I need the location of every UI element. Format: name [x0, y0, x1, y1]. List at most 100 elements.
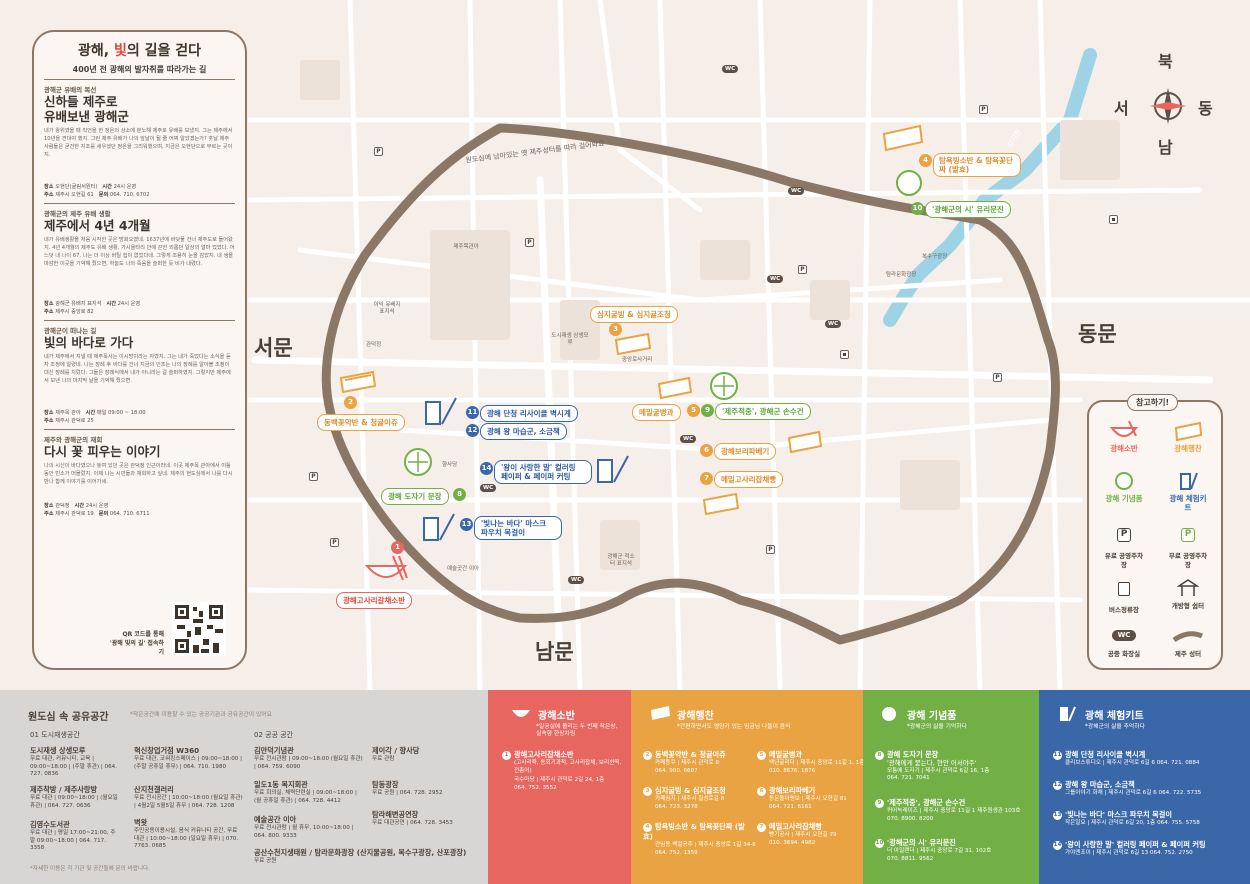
marker-1-number[interactable]: 1: [391, 541, 404, 554]
marker-7-number[interactable]: 7: [700, 472, 713, 485]
section-kicker: 광해군 유배의 복선: [44, 86, 97, 94]
section-heading: 제주에서 4년 4개월: [44, 218, 151, 233]
marker-11-number[interactable]: 11: [466, 406, 479, 419]
marker-6-label[interactable]: 광해보리파베기: [714, 443, 777, 460]
qr-caption: QR 코드를 통해 '광해 빛의 길' 접속하기: [106, 630, 164, 657]
section-heading: 빛의 바다로 가다: [44, 335, 134, 350]
title-part: 광해,: [78, 43, 114, 59]
marker-3-number[interactable]: 3: [609, 323, 622, 336]
parking-icon: P: [798, 265, 807, 274]
section-info: 장소 오현단(귤림서원터) 시간 24시 운영: [44, 184, 137, 190]
marker-1-label[interactable]: 광해고사리갈채소반: [336, 592, 413, 609]
marker-12-label[interactable]: 광해 왕 마습군, 소금책: [480, 423, 567, 440]
wc-icon: WC: [767, 275, 784, 283]
divider: [44, 203, 235, 204]
marker-10-number[interactable]: 10: [911, 202, 924, 215]
marker-3-label[interactable]: 심지굴빙 & 심지귤조청: [590, 306, 678, 323]
kinyeom-sub: *광해군의 삶을 기억하다: [907, 724, 967, 730]
legend-label: 개방형 쉼터: [1171, 602, 1205, 610]
legend-label: 광해 체험키트: [1169, 494, 1207, 512]
city-wall-outline: [321, 123, 1060, 645]
gate-east-label: 동문: [1078, 322, 1117, 346]
gate-west-label: 서문: [254, 336, 293, 360]
marker-5-number[interactable]: 5: [687, 404, 700, 417]
haengchan-box-icon: [1174, 421, 1203, 442]
marker-2-number[interactable]: 2: [344, 396, 357, 409]
kit-coloring-icon: [597, 455, 629, 483]
marker-13-label[interactable]: '빛나는 바다' 마스크 파우치 목걸이: [474, 516, 562, 540]
marker-6-number[interactable]: 6: [700, 444, 713, 457]
marker-14-label[interactable]: '왕이 사랑한 말' 컬러링 페이퍼 & 페이퍼 커팅: [494, 460, 592, 484]
public-group-1: 01 도시재생공간: [30, 731, 80, 739]
divider: [44, 320, 235, 321]
legend-panel: 참고하기! 광해소반 광해행찬 광해 기념품 광해 체험키트 P 유료 공영주차…: [1087, 394, 1223, 670]
marker-5-label[interactable]: 메밀굴병과: [632, 404, 681, 421]
parking-icon: P: [525, 238, 534, 247]
cheheom-sub: *광해군의 삶을 추억하다: [1085, 724, 1145, 730]
legend-label: 유료 공영주차장: [1104, 552, 1144, 569]
title-part: 의 길을 걷다: [126, 43, 201, 59]
haengchan-box-icon: [614, 332, 652, 356]
gate-south-label: 남문: [535, 640, 574, 664]
haengchan-box-icon: [882, 124, 924, 152]
marker-2-label[interactable]: 동백꽃약반 & 청귤이쥬: [317, 414, 405, 431]
label-gwandeokjeong: 관덕정: [366, 342, 382, 348]
kinyeom-title: 광해 기념품: [907, 711, 957, 722]
building-blocks: [300, 60, 1120, 570]
marker-8-label[interactable]: 광해 도자기 문장: [381, 488, 449, 505]
soban-title: 광해소반: [538, 711, 575, 722]
public-footnote: *자세한 이용은 각 기관 및 공간들에 문의 바랍니다.: [30, 866, 150, 872]
cheheom-title: 광해 체험키트: [1085, 711, 1144, 722]
section-info: 주소 제주시 관덕로 25: [44, 418, 94, 424]
soban-bowl-icon: [364, 555, 408, 581]
marker-13-number[interactable]: 13: [460, 518, 473, 531]
divider: [44, 429, 235, 430]
marker-8-number[interactable]: 8: [453, 488, 466, 501]
marker-14-number[interactable]: 14: [480, 462, 493, 475]
public-title: 원도심 속 공유공간: [28, 712, 109, 723]
qr-code-icon[interactable]: [172, 602, 226, 656]
wall-line-icon: [1172, 631, 1203, 643]
legend-label: 무료 공영주차장: [1168, 552, 1208, 569]
label-doshi: 도시재생 상생모루: [551, 333, 589, 346]
marker-10-label[interactable]: '광해군의 시' 유리문진: [925, 201, 1011, 218]
marker-12-number[interactable]: 12: [466, 424, 479, 437]
parking-icon: P: [993, 373, 1002, 382]
label-gwanghae-site: 광해군 적소터 표지석: [607, 554, 635, 567]
marker-11-label[interactable]: 광해 단청 리사이클 벽시계: [480, 405, 578, 422]
legend-kinyeom: 광해 기념품: [1093, 470, 1155, 503]
marker-7-label[interactable]: 메밀고사리잡채빵: [714, 471, 784, 488]
marker-4-label[interactable]: 탐욕빙소반 & 탐욕꽃단짜 (발효): [933, 153, 1021, 177]
section-info: 주소 제주시 오현길 61 문의 064. 710. 6702: [44, 192, 150, 198]
section-info: 장소 관덕정 시간 24시 운영: [44, 503, 109, 509]
section-info: 장소 제주목 관아 시간 매일 09:00 ~ 18:00: [44, 410, 146, 416]
kit-sewing-icon: [425, 397, 457, 425]
parking-icon: P: [374, 147, 383, 156]
kit-mask-icon: [423, 513, 455, 541]
page-subtitle: 400년 전 광해의 발자취를 따라가는 길: [72, 65, 207, 74]
legend-wall: 제주 성터: [1157, 626, 1219, 659]
souvenir-handkerchief-icon: [710, 372, 738, 400]
compass-west: 서: [1114, 99, 1129, 118]
soban-bowl-icon: [512, 710, 530, 717]
compass-north: 북: [1158, 52, 1173, 71]
marker-4-number[interactable]: 4: [919, 154, 932, 167]
marker-9-number[interactable]: 9: [701, 404, 714, 417]
wc-icon: WC: [788, 187, 805, 195]
kit-sewing-icon: [1180, 472, 1198, 490]
story-section-2: 광해군의 제주 유배 생활 제주에서 4년 4개월 내가 유배생활을 처음 시작…: [44, 208, 235, 316]
label-jungang: 중앙로사거리: [622, 357, 653, 363]
haengchan-box-icon: [657, 376, 693, 400]
marker-9-label[interactable]: '제주적중', 광해군 손수건: [715, 403, 811, 420]
legend-paid-parking: P 유료 공영주차장: [1093, 524, 1155, 570]
compass-rose-icon: [1150, 88, 1186, 124]
